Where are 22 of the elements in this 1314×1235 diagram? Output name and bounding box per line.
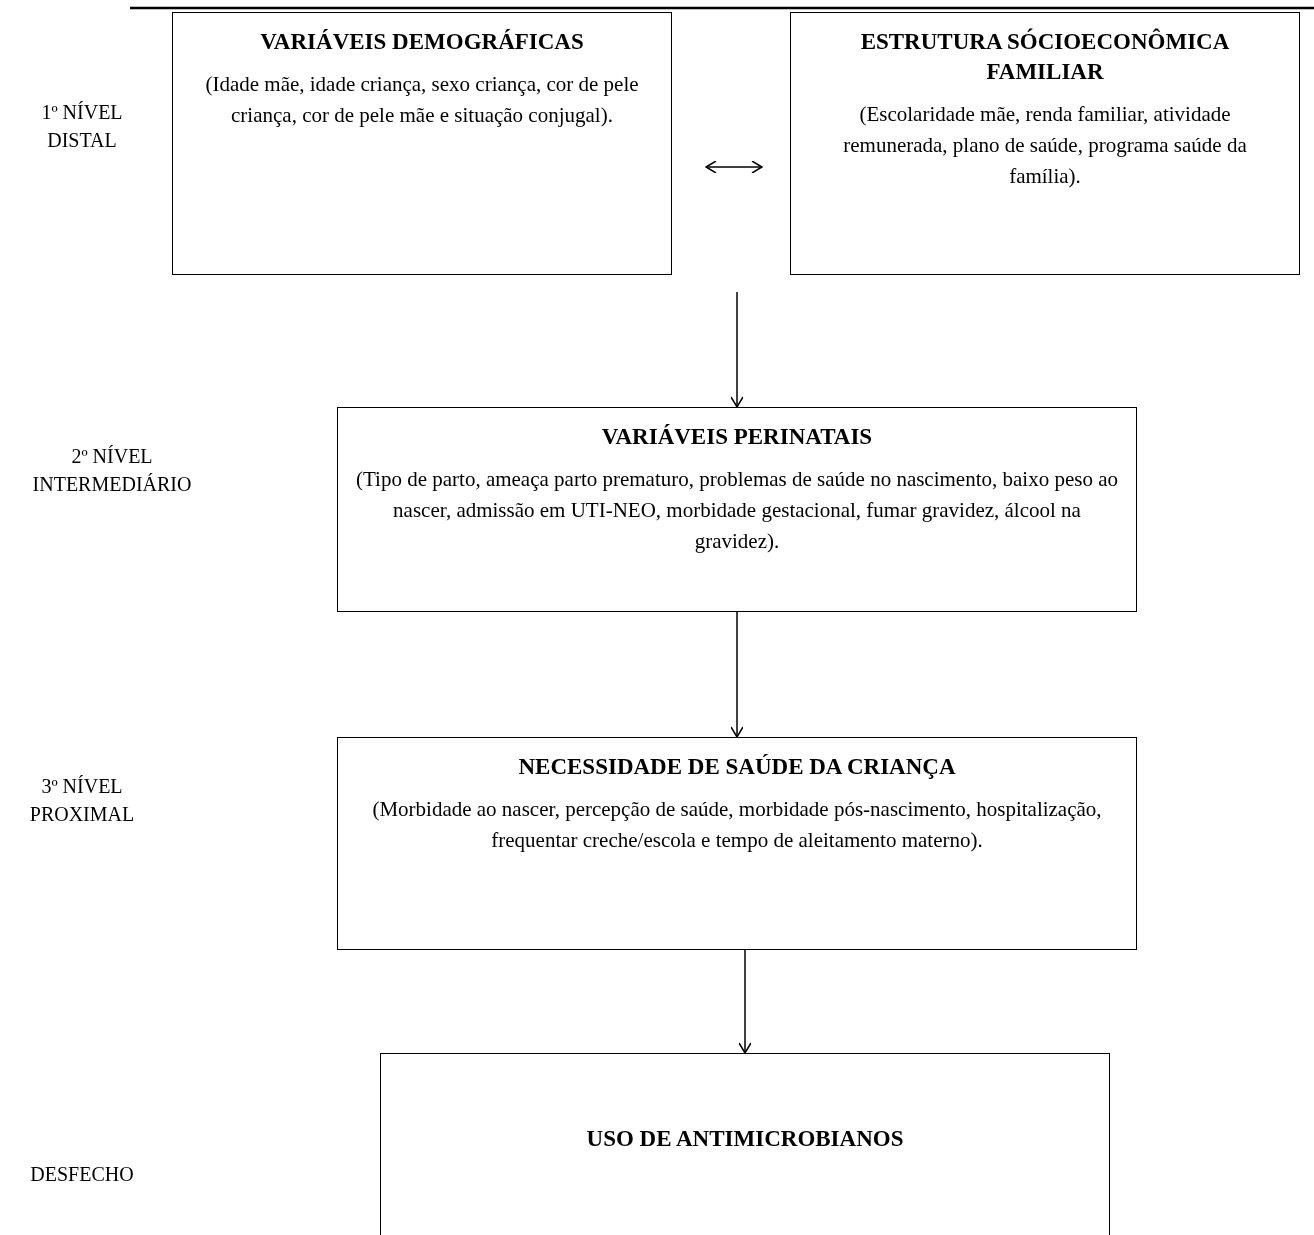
level-label: DESFECHO <box>29 1162 135 1187</box>
box-description: (Morbidade ao nascer, percepção de saúde, morbidade pós-nascimento, hospitalização, frequentar creche/escola e tempo de aleitamento materno). <box>371 796 1103 854</box>
variable-box <box>380 1053 1110 1235</box>
arrow <box>738 949 752 1054</box>
variable-box <box>337 407 1137 612</box>
level-label: 3º NÍVEL PROXIMAL <box>28 774 136 827</box>
arrow <box>730 611 744 738</box>
box-heading: NECESSIDADE DE SAÚDE DA CRIANÇA <box>517 753 957 781</box>
box-heading: ESTRUTURA SÓCIOECONÔMICA FAMILIAR <box>859 27 1231 86</box>
variable-box <box>172 12 672 275</box>
box-description: (Idade mãe, idade criança, sexo criança, cor de pele criança, cor de pele mãe e situação conjugal). <box>204 71 640 129</box>
arrow <box>730 291 744 408</box>
variable-box <box>337 737 1137 950</box>
box-description: (Tipo de parto, ameaça parto prematuro, problemas de saúde no nascimento, baixo peso ao nascer, admissão em UTI-NEO, morbidade gestacional, fumar gravidez, álcool na gravidez). <box>356 466 1118 555</box>
variable-box <box>790 12 1300 275</box>
box-description: (Escolaridade mãe, renda familiar, atividade remunerada, plano de saúde, programa saúde da família). <box>842 101 1248 190</box>
box-heading: VARIÁVEIS DEMOGRÁFICAS <box>259 28 585 56</box>
level-label: 1º NÍVEL DISTAL <box>40 100 124 153</box>
arrow <box>705 160 763 174</box>
box-heading: USO DE ANTIMICROBIANOS <box>585 1125 905 1153</box>
box-heading: VARIÁVEIS PERINATAIS <box>600 423 874 451</box>
level-label: 2º NÍVEL INTERMEDIÁRIO <box>31 444 193 497</box>
